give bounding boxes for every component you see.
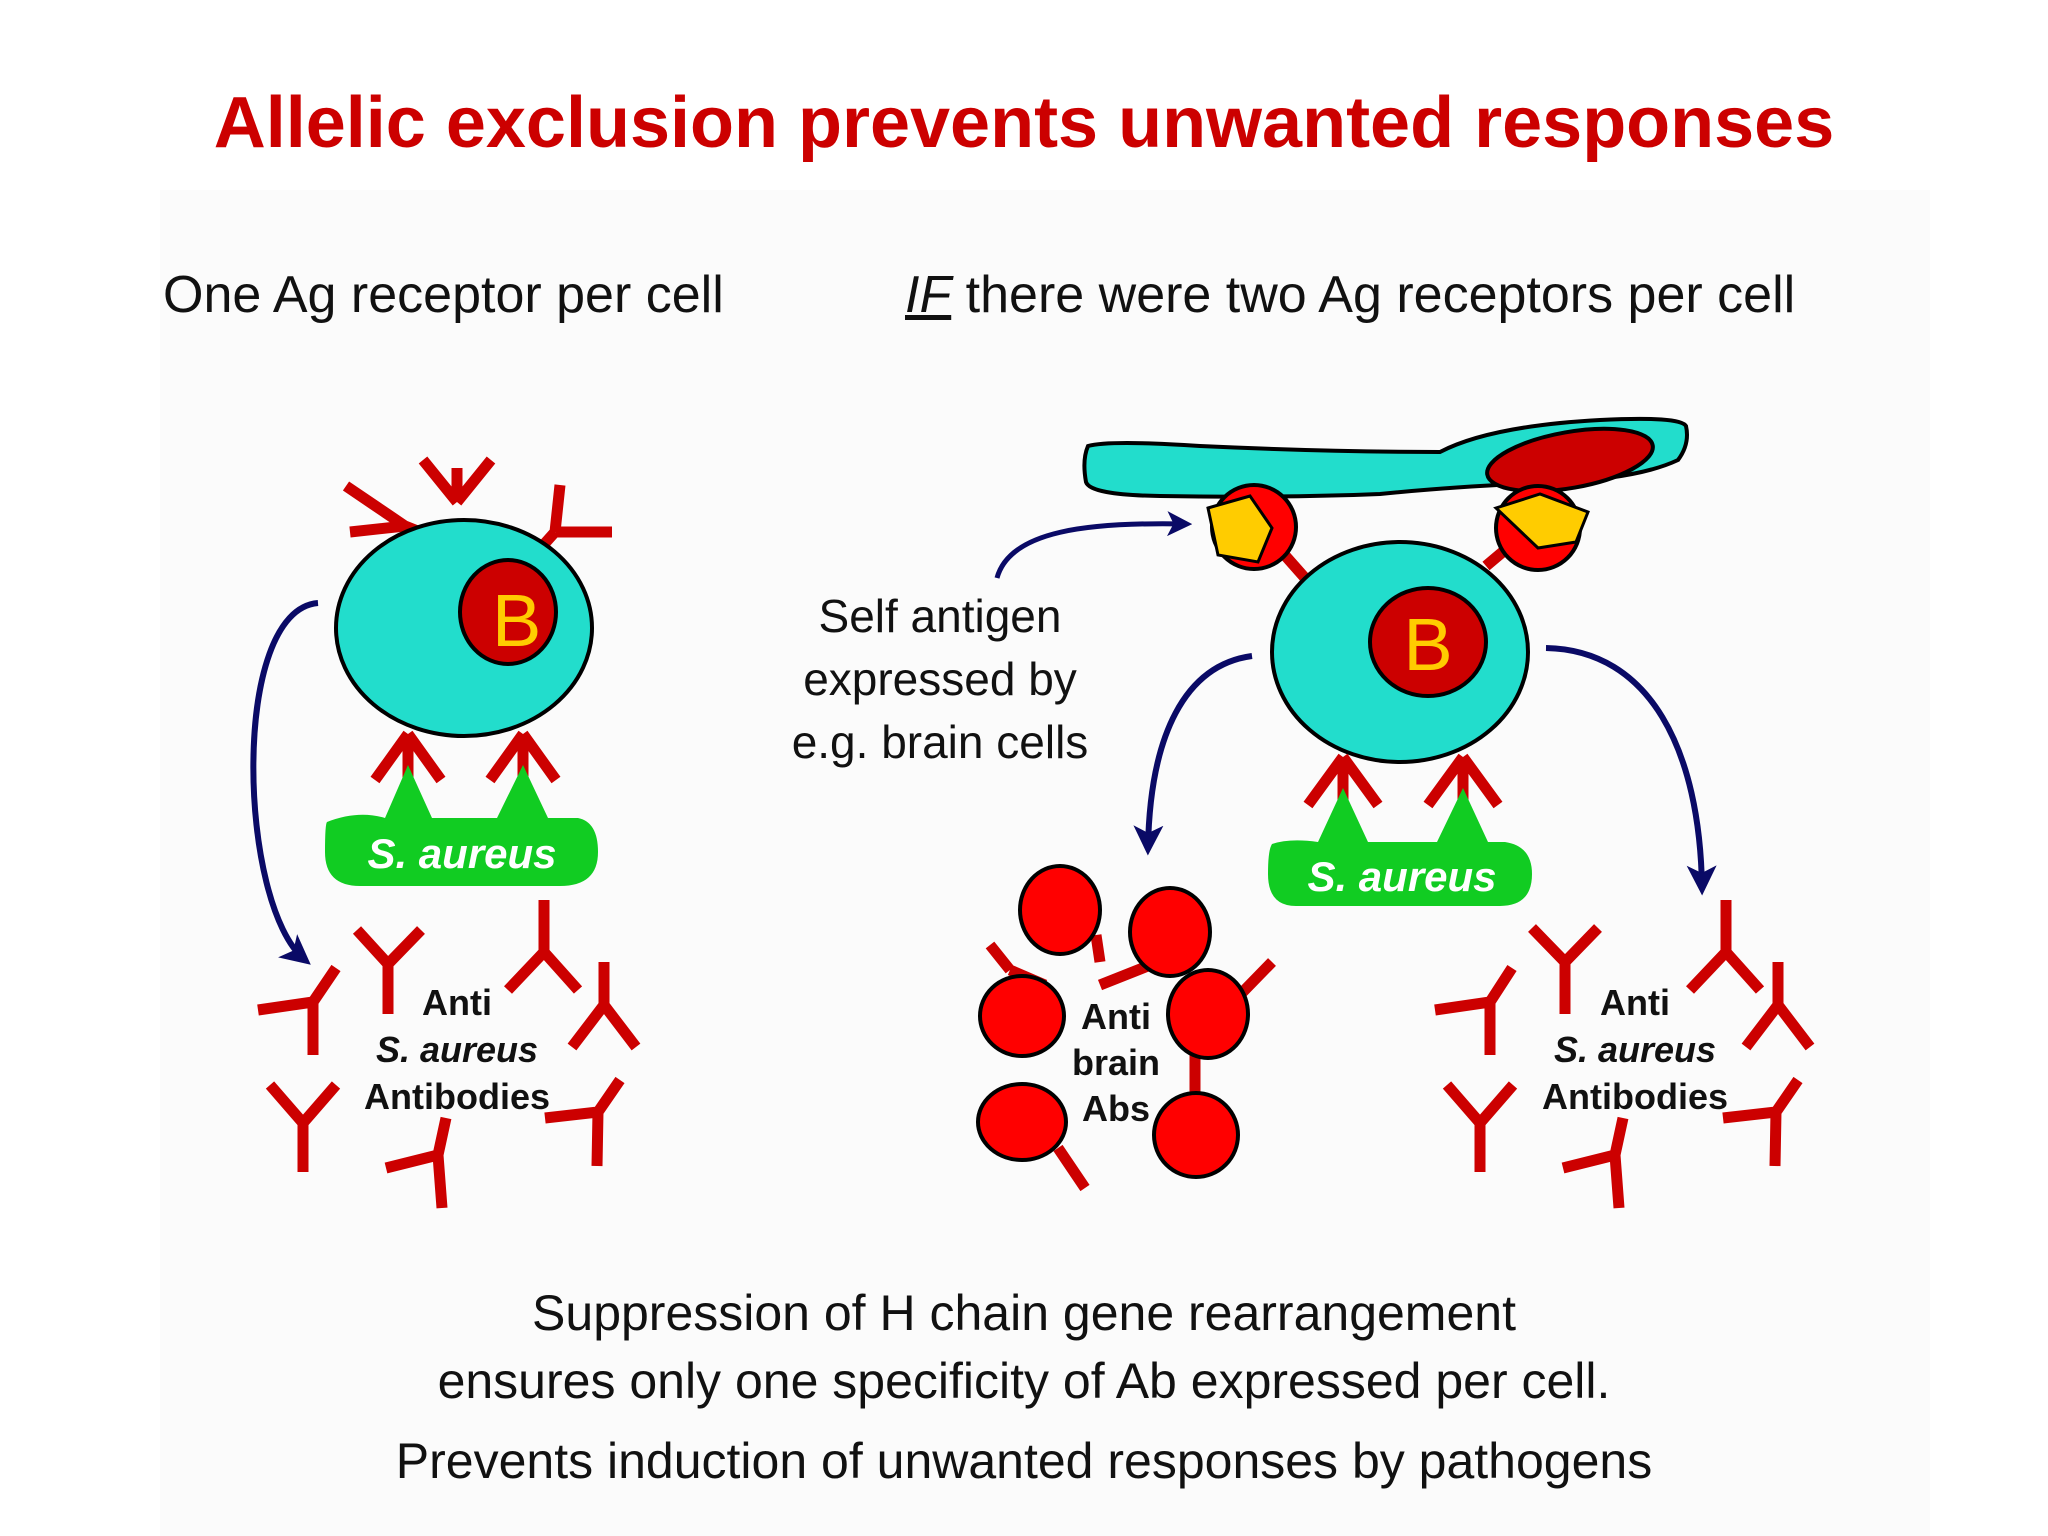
- antibody-icon: [1741, 962, 1815, 1051]
- b-cell-label: B: [1403, 603, 1452, 686]
- antibody-icon: [384, 1116, 452, 1209]
- slide-title: Allelic exclusion prevents unwanted resp…: [213, 83, 1835, 163]
- self-antigen-line2: expressed by: [803, 653, 1077, 705]
- antibody-icon: [1561, 1116, 1629, 1209]
- antibody-icon: [265, 1081, 341, 1172]
- right-scenario: B Self antigen expressed by e.g. brain c…: [792, 416, 1815, 1209]
- footer-line-2: ensures only one specificity of Ab expre…: [437, 1353, 1611, 1409]
- antibody-icon: [1722, 1076, 1803, 1167]
- s-aureus-pathogen: [1268, 788, 1532, 906]
- anti-saureus-line1: Anti: [422, 982, 492, 1023]
- anti-saureus-arrow: [1545, 645, 1717, 896]
- self-antigen-line1: Self antigen: [819, 590, 1062, 642]
- heading-two-receptors-text: there were two Ag receptors per cell: [951, 266, 1796, 324]
- footer-line-3: Prevents induction of unwanted responses…: [395, 1433, 1653, 1489]
- red-cell: [1152, 1091, 1240, 1179]
- antibody-icon: [1528, 924, 1602, 1014]
- s-aureus-pathogen: [325, 765, 598, 886]
- antibody-icon: [504, 900, 583, 994]
- red-cell: [978, 974, 1066, 1058]
- antibody-icon: [257, 964, 341, 1055]
- antibody-icon: [1442, 1081, 1518, 1172]
- s-aureus-label: S. aureus: [1307, 853, 1496, 900]
- anti-saureus-line2: S. aureus: [376, 1029, 538, 1070]
- self-antigen-arrow: [994, 511, 1193, 579]
- anti-brain-line1: Anti: [1081, 996, 1151, 1037]
- antibody-icon: [1090, 934, 1106, 963]
- red-cell: [1128, 886, 1212, 978]
- anti-saureus-line1: Anti: [1600, 982, 1670, 1023]
- anti-saureus-line3: Antibodies: [364, 1076, 550, 1117]
- self-antigen: [1206, 494, 1274, 564]
- antibody-icon: [352, 926, 425, 1014]
- red-cell: [976, 1082, 1068, 1162]
- antibody-icon: [1053, 1144, 1090, 1192]
- antibody-icon: [418, 456, 496, 506]
- left-scenario: B S. aureus Anti S. aureus Antibodies: [250, 456, 641, 1209]
- anti-saureus-line3: Antibodies: [1542, 1076, 1728, 1117]
- heading-one-receptor: One Ag receptor per cell: [163, 266, 724, 324]
- b-cell-nucleus: [1368, 586, 1488, 698]
- anti-brain-line2: brain: [1072, 1042, 1160, 1083]
- b-cell-label: B: [492, 579, 541, 662]
- b-cell-nucleus: [458, 558, 558, 666]
- footer-line-1: Suppression of H chain gene rearrangemen…: [532, 1285, 1516, 1341]
- secretion-arrow: [250, 600, 319, 965]
- anti-brain-arrow: [1133, 653, 1253, 856]
- antibody-icon: [567, 962, 641, 1051]
- self-antigen: [1493, 492, 1590, 550]
- s-aureus-label: S. aureus: [367, 830, 556, 877]
- anti-saureus-line2: S. aureus: [1554, 1029, 1716, 1070]
- brain-cell-nucleus: [1485, 426, 1655, 494]
- heading-if: IF: [905, 266, 952, 324]
- antibody-icon: [544, 1076, 625, 1167]
- antibody-icon: [1434, 965, 1517, 1055]
- self-antigen-line3: e.g. brain cells: [792, 716, 1089, 768]
- red-cell: [1018, 864, 1102, 956]
- red-cell: [1166, 968, 1250, 1060]
- anti-brain-line3: Abs: [1082, 1088, 1150, 1129]
- heading-two-receptors: IF there were two Ag receptors per cell: [905, 265, 1795, 325]
- antibody-icon: [1686, 900, 1765, 994]
